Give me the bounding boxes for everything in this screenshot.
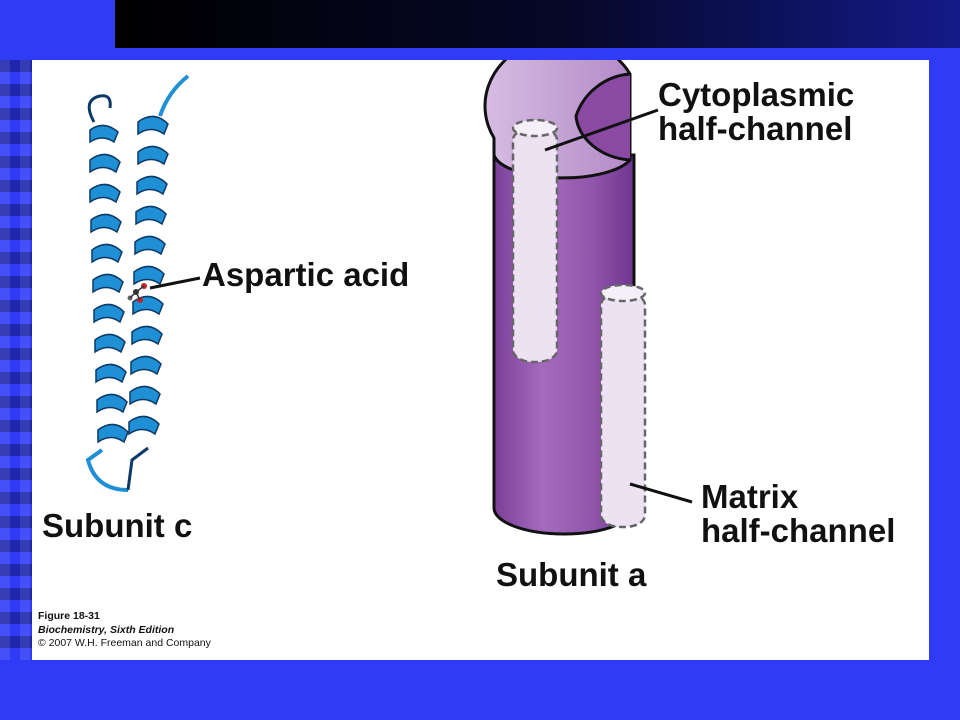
side-pattern (0, 60, 32, 660)
cytoplasmic-half-channel-label: Cytoplasmic half-channel (658, 78, 854, 145)
copyright: © 2007 W.H. Freeman and Company (38, 637, 211, 650)
matrix-half-channel-label: Matrix half-channel (701, 480, 895, 547)
matrix-half-channel (599, 283, 647, 529)
subunit-a-cylinder (483, 60, 693, 536)
cytoplasmic-half-channel (511, 118, 559, 364)
figure-number: Figure 18-31 (38, 610, 100, 622)
label-line: half-channel (658, 109, 853, 147)
figure-caption: Figure 18-31 Biochemistry, Sixth Edition… (38, 610, 211, 651)
label-line: Matrix (701, 478, 799, 515)
figure-panel: Cytoplasmic half-channel Aspartic acid M… (32, 60, 929, 660)
book-title: Biochemistry, Sixth Edition (38, 623, 175, 636)
figure-artwork (85, 60, 693, 536)
subunit-a-label: Subunit a (496, 556, 647, 593)
top-band (115, 0, 960, 48)
aspartic-acid-label: Aspartic acid (202, 256, 410, 293)
label-line: half-channel (701, 511, 896, 549)
label-line: Cytoplasmic (658, 76, 855, 113)
aspartic-acid-residue (127, 283, 147, 303)
subunit-c-label: Subunit c (42, 507, 193, 544)
subunit-c-helices (85, 74, 201, 492)
